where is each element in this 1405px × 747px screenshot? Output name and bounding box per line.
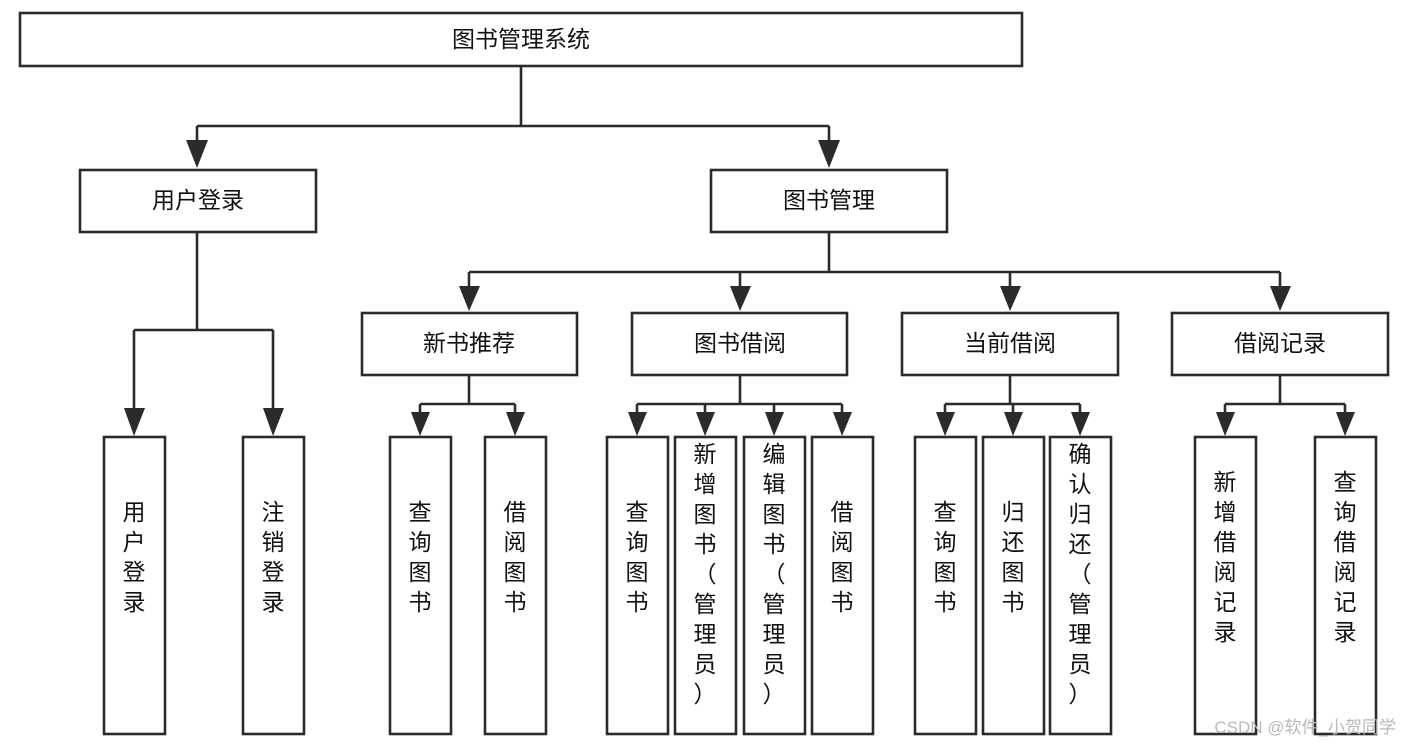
arrowhead-to-leaf-edit-book-admin <box>765 412 784 436</box>
node-leaf-borrow-book-rec[interactable]: 借阅图书 <box>483 435 548 736</box>
node-leaf-user-login-box[interactable] <box>102 435 167 736</box>
node-new-book-recommend-box[interactable] <box>360 311 579 377</box>
node-leaf-add-borrow-record-label: 新增借阅记录 <box>1214 469 1237 645</box>
node-book-manage[interactable]: 图书管理 <box>709 168 949 234</box>
arrowhead-to-borrow-record <box>1270 286 1291 311</box>
node-leaf-query-book-borrow-box[interactable] <box>605 435 670 736</box>
arrowhead-to-leaf-user-logout <box>263 408 284 436</box>
node-book-manage-box[interactable] <box>709 168 949 234</box>
node-leaf-borrow-book-box[interactable] <box>810 435 875 736</box>
node-leaf-user-logout[interactable]: 注销登录 <box>241 435 306 736</box>
arrowhead-to-leaf-query-book-current <box>936 412 955 436</box>
node-leaf-confirm-return-admin[interactable]: 确认归还（管理员） <box>1048 435 1113 736</box>
arrowhead-to-leaf-query-book-borrow <box>628 412 647 436</box>
arrowhead-to-leaf-add-borrow-record <box>1216 412 1235 436</box>
arrowhead-to-new-book-recommend <box>459 286 480 311</box>
node-leaf-user-logout-box[interactable] <box>241 435 306 736</box>
arrowhead-to-current-borrow <box>1000 286 1021 311</box>
node-leaf-query-book-rec[interactable]: 查询图书 <box>388 435 453 736</box>
arrowhead-to-leaf-borrow-book <box>833 412 852 436</box>
node-leaf-user-login[interactable]: 用户登录 <box>102 435 167 736</box>
node-leaf-query-book-borrow[interactable]: 查询图书 <box>605 435 670 736</box>
node-leaf-query-book-current-label: 查询图书 <box>934 499 957 615</box>
arrowhead-to-book-manage <box>818 140 840 168</box>
csdn-watermark: CSDN @软件_小贺同学 <box>1214 718 1396 737</box>
node-current-borrow-label: 当前借阅 <box>964 330 1056 356</box>
node-leaf-edit-book-admin-label: 编辑图书（管理员） <box>763 441 786 707</box>
arrowhead-to-leaf-return-book <box>1004 412 1023 436</box>
node-leaf-user-logout-label: 注销登录 <box>262 499 285 615</box>
node-leaf-query-borrow-record[interactable]: 查询借阅记录 <box>1313 435 1378 736</box>
node-leaf-confirm-return-admin-label: 确认归还（管理员） <box>1069 441 1092 707</box>
node-book-borrow-label: 图书借阅 <box>694 330 786 356</box>
node-leaf-query-book-current[interactable]: 查询图书 <box>913 435 978 736</box>
node-leaf-query-book-current-box[interactable] <box>913 435 978 736</box>
node-leaf-add-borrow-record-box[interactable] <box>1193 435 1258 736</box>
node-current-borrow[interactable]: 当前借阅 <box>900 311 1120 377</box>
node-borrow-record-label: 借阅记录 <box>1234 330 1326 356</box>
node-book-manage-label: 图书管理 <box>783 187 875 213</box>
arrowhead-layer <box>124 140 1355 436</box>
arrowhead-to-leaf-borrow-book-rec <box>506 412 525 436</box>
node-user-login-label: 用户登录 <box>152 187 244 213</box>
node-leaf-edit-book-admin-box[interactable] <box>742 435 807 736</box>
arrowhead-to-leaf-query-borrow-record <box>1336 412 1355 436</box>
node-leaf-borrow-book-label: 借阅图书 <box>831 499 854 615</box>
arrowhead-to-leaf-user-login <box>124 408 145 436</box>
node-leaf-query-book-rec-box[interactable] <box>388 435 453 736</box>
node-leaf-borrow-book-rec-label: 借阅图书 <box>504 499 527 615</box>
node-leaf-query-book-rec-label: 查询图书 <box>409 499 432 615</box>
node-new-book-recommend[interactable]: 新书推荐 <box>360 311 579 377</box>
node-leaf-add-borrow-record[interactable]: 新增借阅记录 <box>1193 435 1258 736</box>
node-leaf-edit-book-admin[interactable]: 编辑图书（管理员） <box>742 435 807 736</box>
node-user-login[interactable]: 用户登录 <box>78 168 318 234</box>
node-leaf-query-borrow-record-label: 查询借阅记录 <box>1334 469 1357 645</box>
node-leaf-query-book-borrow-label: 查询图书 <box>626 499 649 615</box>
node-root-label: 图书管理系统 <box>452 26 590 52</box>
node-leaf-confirm-return-admin-box[interactable] <box>1048 435 1113 736</box>
arrowhead-to-leaf-confirm-return-admin <box>1071 412 1090 436</box>
node-leaf-add-book-admin[interactable]: 新增图书（管理员） <box>673 435 738 736</box>
node-root-box[interactable] <box>18 11 1024 68</box>
node-leaf-borrow-book[interactable]: 借阅图书 <box>810 435 875 736</box>
node-book-borrow[interactable]: 图书借阅 <box>630 311 849 377</box>
node-leaf-return-book[interactable]: 归还图书 <box>981 435 1046 736</box>
arrowhead-to-user-login <box>186 140 208 168</box>
node-user-login-box[interactable] <box>78 168 318 234</box>
node-leaf-user-login-label: 用户登录 <box>123 499 146 615</box>
arrowhead-to-leaf-query-book-rec <box>411 412 430 436</box>
node-root[interactable]: 图书管理系统 <box>18 11 1024 68</box>
node-leaf-add-book-admin-box[interactable] <box>673 435 738 736</box>
arrowhead-to-book-borrow <box>730 286 751 311</box>
node-book-borrow-box[interactable] <box>630 311 849 377</box>
node-borrow-record-box[interactable] <box>1170 311 1390 377</box>
node-leaf-borrow-book-rec-box[interactable] <box>483 435 548 736</box>
node-leaf-add-book-admin-label: 新增图书（管理员） <box>694 441 717 707</box>
arrowhead-to-leaf-add-book-admin <box>696 412 715 436</box>
node-borrow-record[interactable]: 借阅记录 <box>1170 311 1390 377</box>
node-leaf-return-book-label: 归还图书 <box>1002 499 1025 615</box>
node-current-borrow-box[interactable] <box>900 311 1120 377</box>
node-new-book-recommend-label: 新书推荐 <box>423 330 515 356</box>
node-leaf-query-borrow-record-box[interactable] <box>1313 435 1378 736</box>
node-leaf-return-book-box[interactable] <box>981 435 1046 736</box>
